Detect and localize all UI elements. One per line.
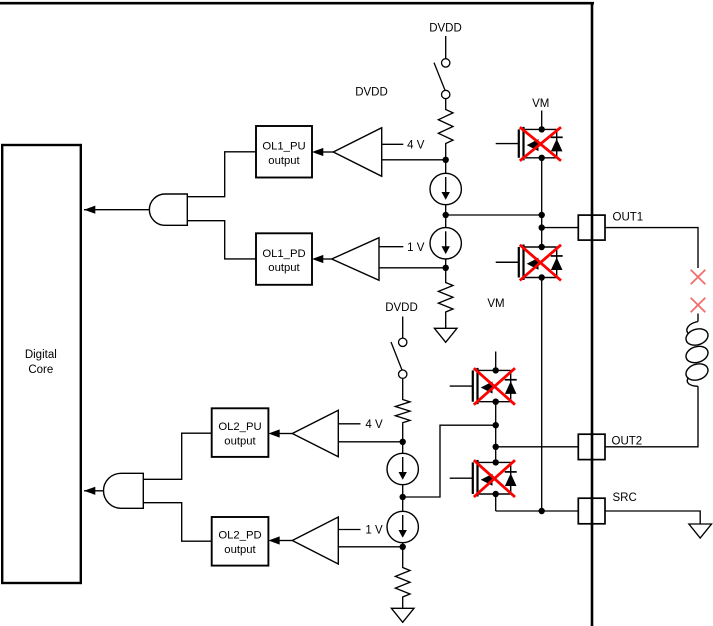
junction-dot [399, 493, 406, 501]
ol1-pu-label-line2: output [268, 155, 300, 167]
junction-dot [399, 438, 406, 445]
wire [187, 151, 256, 198]
junction-dot [492, 490, 499, 498]
junction-dot [442, 264, 449, 271]
ground-icon [389, 607, 416, 624]
vm-label-ch1: VM [532, 98, 549, 110]
wire [605, 226, 699, 268]
components [84, 58, 713, 624]
wire [605, 386, 699, 448]
wire [143, 432, 212, 480]
junction-dot [442, 156, 449, 163]
mosfet-with-body-diode [495, 243, 563, 282]
junction-dot [538, 154, 545, 161]
out2-pin-label: OUT2 [612, 436, 643, 448]
vm-label-ch2: VM [487, 298, 504, 310]
comparator-4v-ch1 [331, 126, 383, 178]
comparator-1v-ch2 [290, 515, 339, 566]
arrowhead-icon [312, 254, 324, 264]
junction-dot [538, 126, 545, 133]
comparator-1v-ch1 [329, 236, 380, 282]
arrowhead-icon [312, 147, 324, 157]
junction-dot [492, 398, 499, 405]
junction-dot [538, 274, 545, 281]
body-diode-icon [504, 473, 517, 486]
arrowhead-icon [84, 486, 96, 495]
digital-core-label-line2: Core [28, 364, 53, 376]
ol2-pd-label-line2: output [224, 544, 256, 556]
mosfet-with-body-diode [449, 367, 517, 406]
open-circuit-x-icon [690, 297, 706, 313]
wire [402, 424, 496, 498]
ref-4v-label-ch2: 4 V [365, 419, 383, 431]
junction-dot [538, 507, 545, 515]
digital-core-box [1, 143, 82, 585]
resistor [436, 281, 455, 313]
open-switch [433, 58, 451, 100]
junction-dot [442, 211, 449, 219]
wires [84, 36, 701, 609]
fault-cross-icon [518, 243, 562, 282]
current-source [386, 452, 420, 486]
ol1-pd-label-line2: output [268, 262, 300, 274]
ol1-pu-label-line1: OL1_PU [262, 141, 305, 153]
src-pin-label: SRC [613, 492, 637, 504]
body-diode-icon [504, 381, 517, 394]
ground-icon [687, 523, 713, 540]
arrowhead-icon [268, 429, 280, 438]
and-gate-ch2 [102, 472, 144, 509]
junction-dot [492, 443, 499, 450]
resistor [393, 566, 412, 598]
wire [605, 510, 701, 524]
junction-dots [399, 126, 545, 550]
ref-4v-label-ch1: 4 V [407, 140, 425, 152]
fault-cross-icon [472, 459, 516, 499]
ground-icon [432, 327, 459, 344]
current-source [386, 510, 420, 544]
ol1-pu-box [255, 125, 313, 179]
ol1-pd-label-line1: OL1_PD [262, 248, 305, 260]
ol2-pd-label-line1: OL2_PD [218, 530, 261, 542]
comparator-4v-ch2 [290, 409, 339, 458]
dvdd-label-ch1-comp: DVDD [355, 87, 388, 99]
open-circuit-x-icon [690, 269, 706, 285]
arrowhead-icon [268, 536, 280, 545]
inductor-load [685, 320, 709, 387]
body-diode-icon [550, 257, 563, 271]
dvdd-label-ch2: DVDD [385, 302, 418, 314]
current-source [429, 172, 463, 206]
wire [143, 502, 212, 542]
ref-1v-label-ch2: 1 V [365, 524, 383, 536]
open-switch [390, 337, 408, 380]
ref-1v-label-ch1: 1 V [407, 242, 425, 254]
junction-dot [538, 243, 545, 251]
dvdd-label-ch1-top: DVDD [429, 23, 462, 35]
junction-dot [492, 459, 499, 466]
out1-pin-label: OUT1 [613, 212, 644, 224]
and-gate-ch1 [148, 193, 188, 226]
mosfet-with-body-diode [449, 459, 517, 499]
junction-dot [492, 422, 499, 429]
fault-cross-icon [472, 367, 516, 406]
resistor [436, 108, 455, 145]
mosfet-with-body-diode [495, 126, 563, 162]
current-source [429, 226, 463, 260]
junction-dot [399, 543, 406, 550]
digital-core-label-line1: Digital [25, 349, 57, 361]
fault-cross-icon [518, 126, 562, 162]
arrowhead-icon [84, 205, 96, 214]
junction-dot [492, 367, 499, 374]
body-diode-icon [550, 138, 563, 152]
junction-dot [538, 211, 545, 219]
ol2-pu-label-line2: output [224, 435, 256, 447]
resistor [393, 398, 413, 424]
ol2-pu-label-line1: OL2_PU [218, 421, 261, 433]
junction-dot [538, 224, 545, 231]
ol1-pd-box [255, 232, 313, 286]
wire [187, 220, 256, 260]
